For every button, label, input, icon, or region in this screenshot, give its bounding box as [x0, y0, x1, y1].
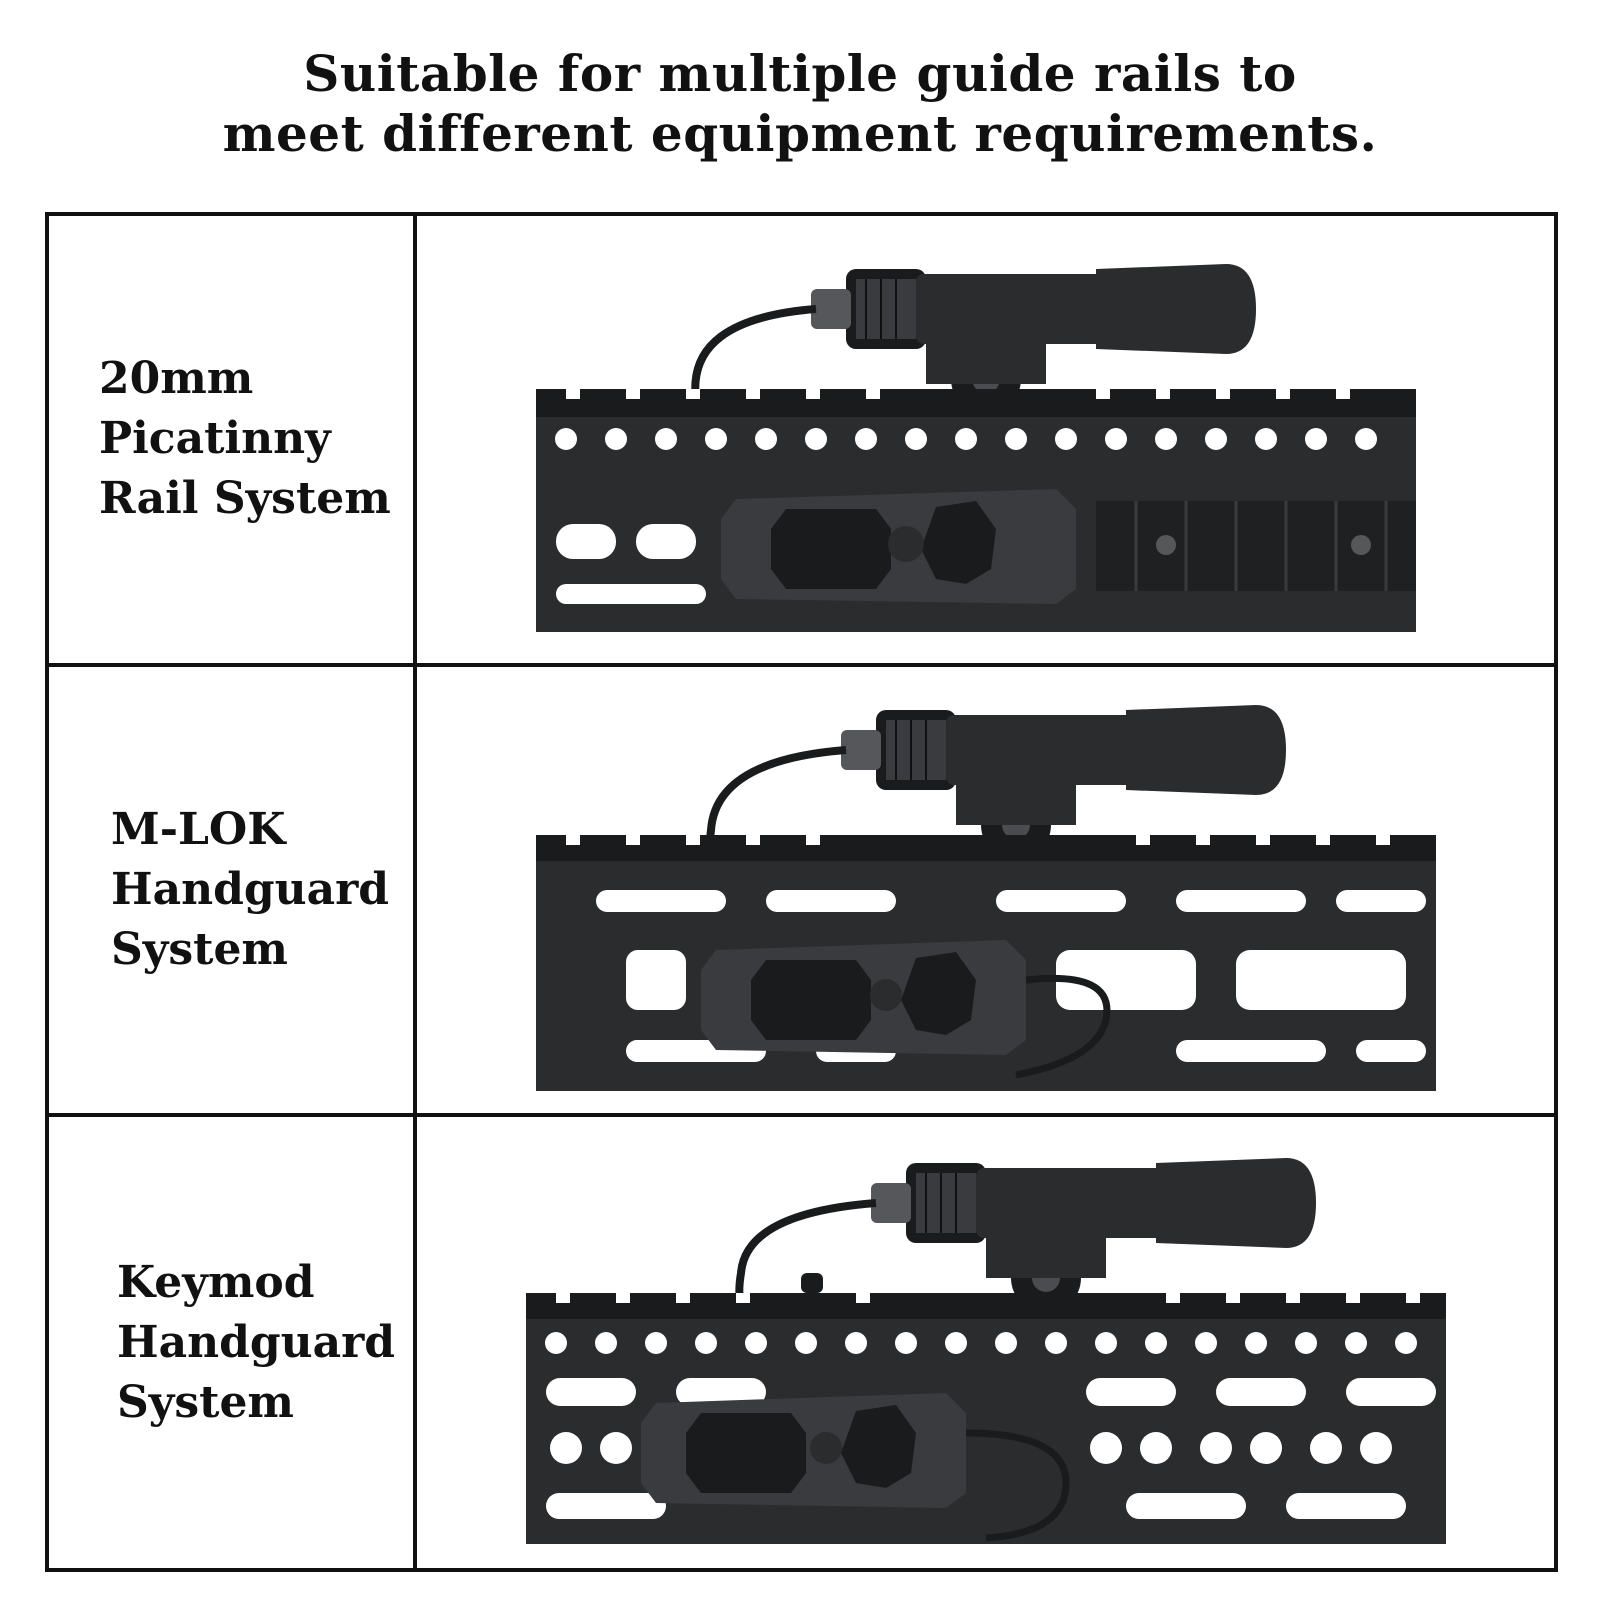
headline-line-2: meet different equipment requirements.: [222, 104, 1378, 163]
label-line: 20mm: [99, 353, 254, 405]
label-text: Keymod Handguard System: [49, 1253, 395, 1433]
headline: Suitable for multiple guide rails to mee…: [0, 44, 1600, 164]
pressure-switch-icon: [640, 1392, 966, 1508]
label-line: M-LOK: [111, 803, 286, 855]
label-text: 20mm Picatinny Rail System: [49, 349, 391, 529]
headline-line-1: Suitable for multiple guide rails to: [303, 44, 1297, 103]
flashlight-on-picatinny-rail-image: [535, 264, 1416, 633]
row-label-mlok: M-LOK Handguard System: [49, 666, 417, 1118]
label-line: Handguard: [111, 863, 390, 915]
flashlight-icon: [870, 1157, 1316, 1313]
pressure-switch-icon: [720, 489, 1076, 605]
product-photo-keymod: [417, 1117, 1554, 1568]
label-line: System: [111, 923, 288, 975]
flashlight-icon: [840, 704, 1286, 860]
product-photo-mlok: [417, 667, 1554, 1118]
label-line: Keymod: [117, 1256, 315, 1308]
label-text: M-LOK Handguard System: [49, 800, 389, 980]
row-label-picatinny: 20mm Picatinny Rail System: [49, 216, 417, 667]
row-label-keymod: Keymod Handguard System: [49, 1117, 417, 1568]
label-line: System: [117, 1376, 294, 1428]
rail-comparison-table: 20mm Picatinny Rail System: [45, 212, 1558, 1572]
label-line: Handguard: [117, 1316, 396, 1368]
label-line: Rail System: [99, 473, 391, 525]
product-photo-picatinny: [417, 216, 1554, 667]
flashlight-on-keymod-handguard-image: [525, 1157, 1446, 1544]
flashlight-on-mlok-handguard-image: [535, 704, 1436, 1091]
pressure-switch-icon: [700, 939, 1026, 1055]
label-line: Picatinny: [99, 413, 331, 465]
